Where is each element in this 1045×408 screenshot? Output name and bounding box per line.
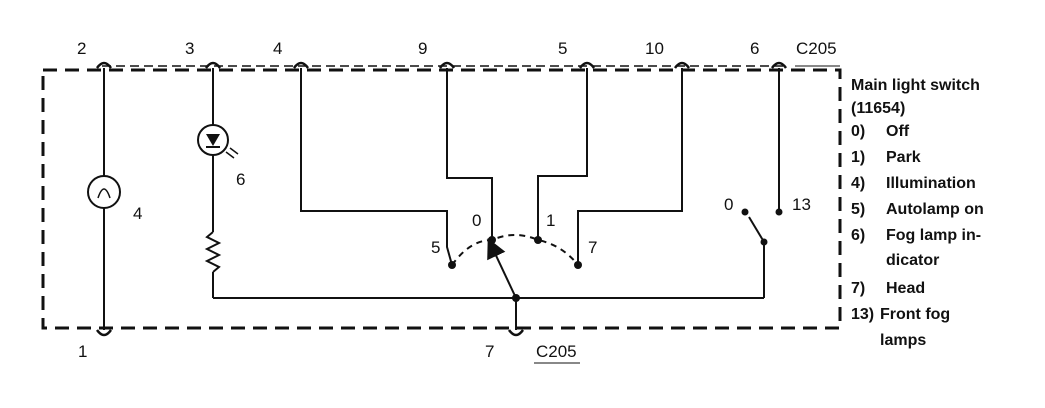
pin-label-10: 10 [645, 39, 664, 58]
legend-item-text: Fog lamp in- [886, 227, 981, 244]
pin-label-4: 4 [273, 39, 282, 58]
legend-item-num: 0) [851, 123, 865, 140]
pin-label-5: 5 [558, 39, 567, 58]
bottom-connector-label: C205 [536, 342, 577, 361]
fog-indicator-label: 6 [236, 170, 245, 189]
legend-item-text: Park [886, 149, 921, 166]
legend-title: Main light switch [851, 77, 980, 94]
rotary-contacts [448, 236, 582, 269]
pin-label-7: 7 [485, 342, 494, 361]
legend-item-num: 13) [851, 306, 874, 323]
illumination-lamp-icon [87, 175, 121, 209]
wire-pin5-pos1 [537, 68, 588, 240]
legend: Main light switch (11654) 0) Off 1) Park… [851, 77, 984, 349]
top-connector-label: C205 [796, 39, 837, 58]
legend-item-text: Front fog [880, 306, 950, 323]
fog-switch-contact-0 [741, 208, 749, 216]
legend-item-text: Autolamp on [886, 201, 984, 218]
rotary-pos-5: 5 [431, 238, 440, 257]
legend-item-num: 7) [851, 280, 865, 297]
legend-item-num: 6) [851, 227, 865, 244]
resistor-icon [204, 231, 222, 273]
legend-item-num: 5) [851, 201, 865, 218]
lamp-filament [97, 188, 111, 199]
wire-pin9-pos0 [446, 68, 493, 240]
fog-switch-contact-13 [775, 208, 783, 216]
rotary-arc [451, 234, 579, 266]
legend-item-text: Head [886, 280, 925, 297]
wire-pin10-pos7 [577, 68, 683, 265]
rotary-pos-1: 1 [546, 211, 555, 230]
legend-item-num: 4) [851, 175, 865, 192]
legend-item-text: Illumination [886, 175, 976, 192]
legend-subtitle: (11654) [851, 100, 905, 117]
top-pin-terminals [95, 61, 788, 69]
wire-pin4-rotary [300, 68, 453, 266]
pin-label-2: 2 [77, 39, 86, 58]
fog-switch-pos-0: 0 [724, 195, 733, 214]
legend-item-text: dicator [886, 252, 939, 269]
pin-label-1: 1 [78, 342, 87, 361]
pin-label-6: 6 [750, 39, 759, 58]
legend-item-text: lamps [880, 332, 926, 349]
switch-housing-outline [41, 68, 842, 330]
led-ray-2 [229, 147, 239, 155]
fog-switch-pos-13: 13 [792, 195, 811, 214]
legend-item-num: 1) [851, 149, 865, 166]
lamp-label: 4 [133, 204, 142, 223]
led-ray-1 [225, 151, 235, 159]
rotary-pos-7: 7 [588, 238, 597, 257]
rotary-pos-0: 0 [472, 211, 481, 230]
led-diode [206, 134, 220, 146]
pin-label-3: 3 [185, 39, 194, 58]
bottom-pin-terminals [95, 329, 525, 337]
legend-item-text: Off [886, 123, 910, 140]
rotary-wiper-arrow [487, 237, 517, 299]
pin-label-9: 9 [418, 39, 427, 58]
fog-switch-blade [748, 216, 765, 243]
